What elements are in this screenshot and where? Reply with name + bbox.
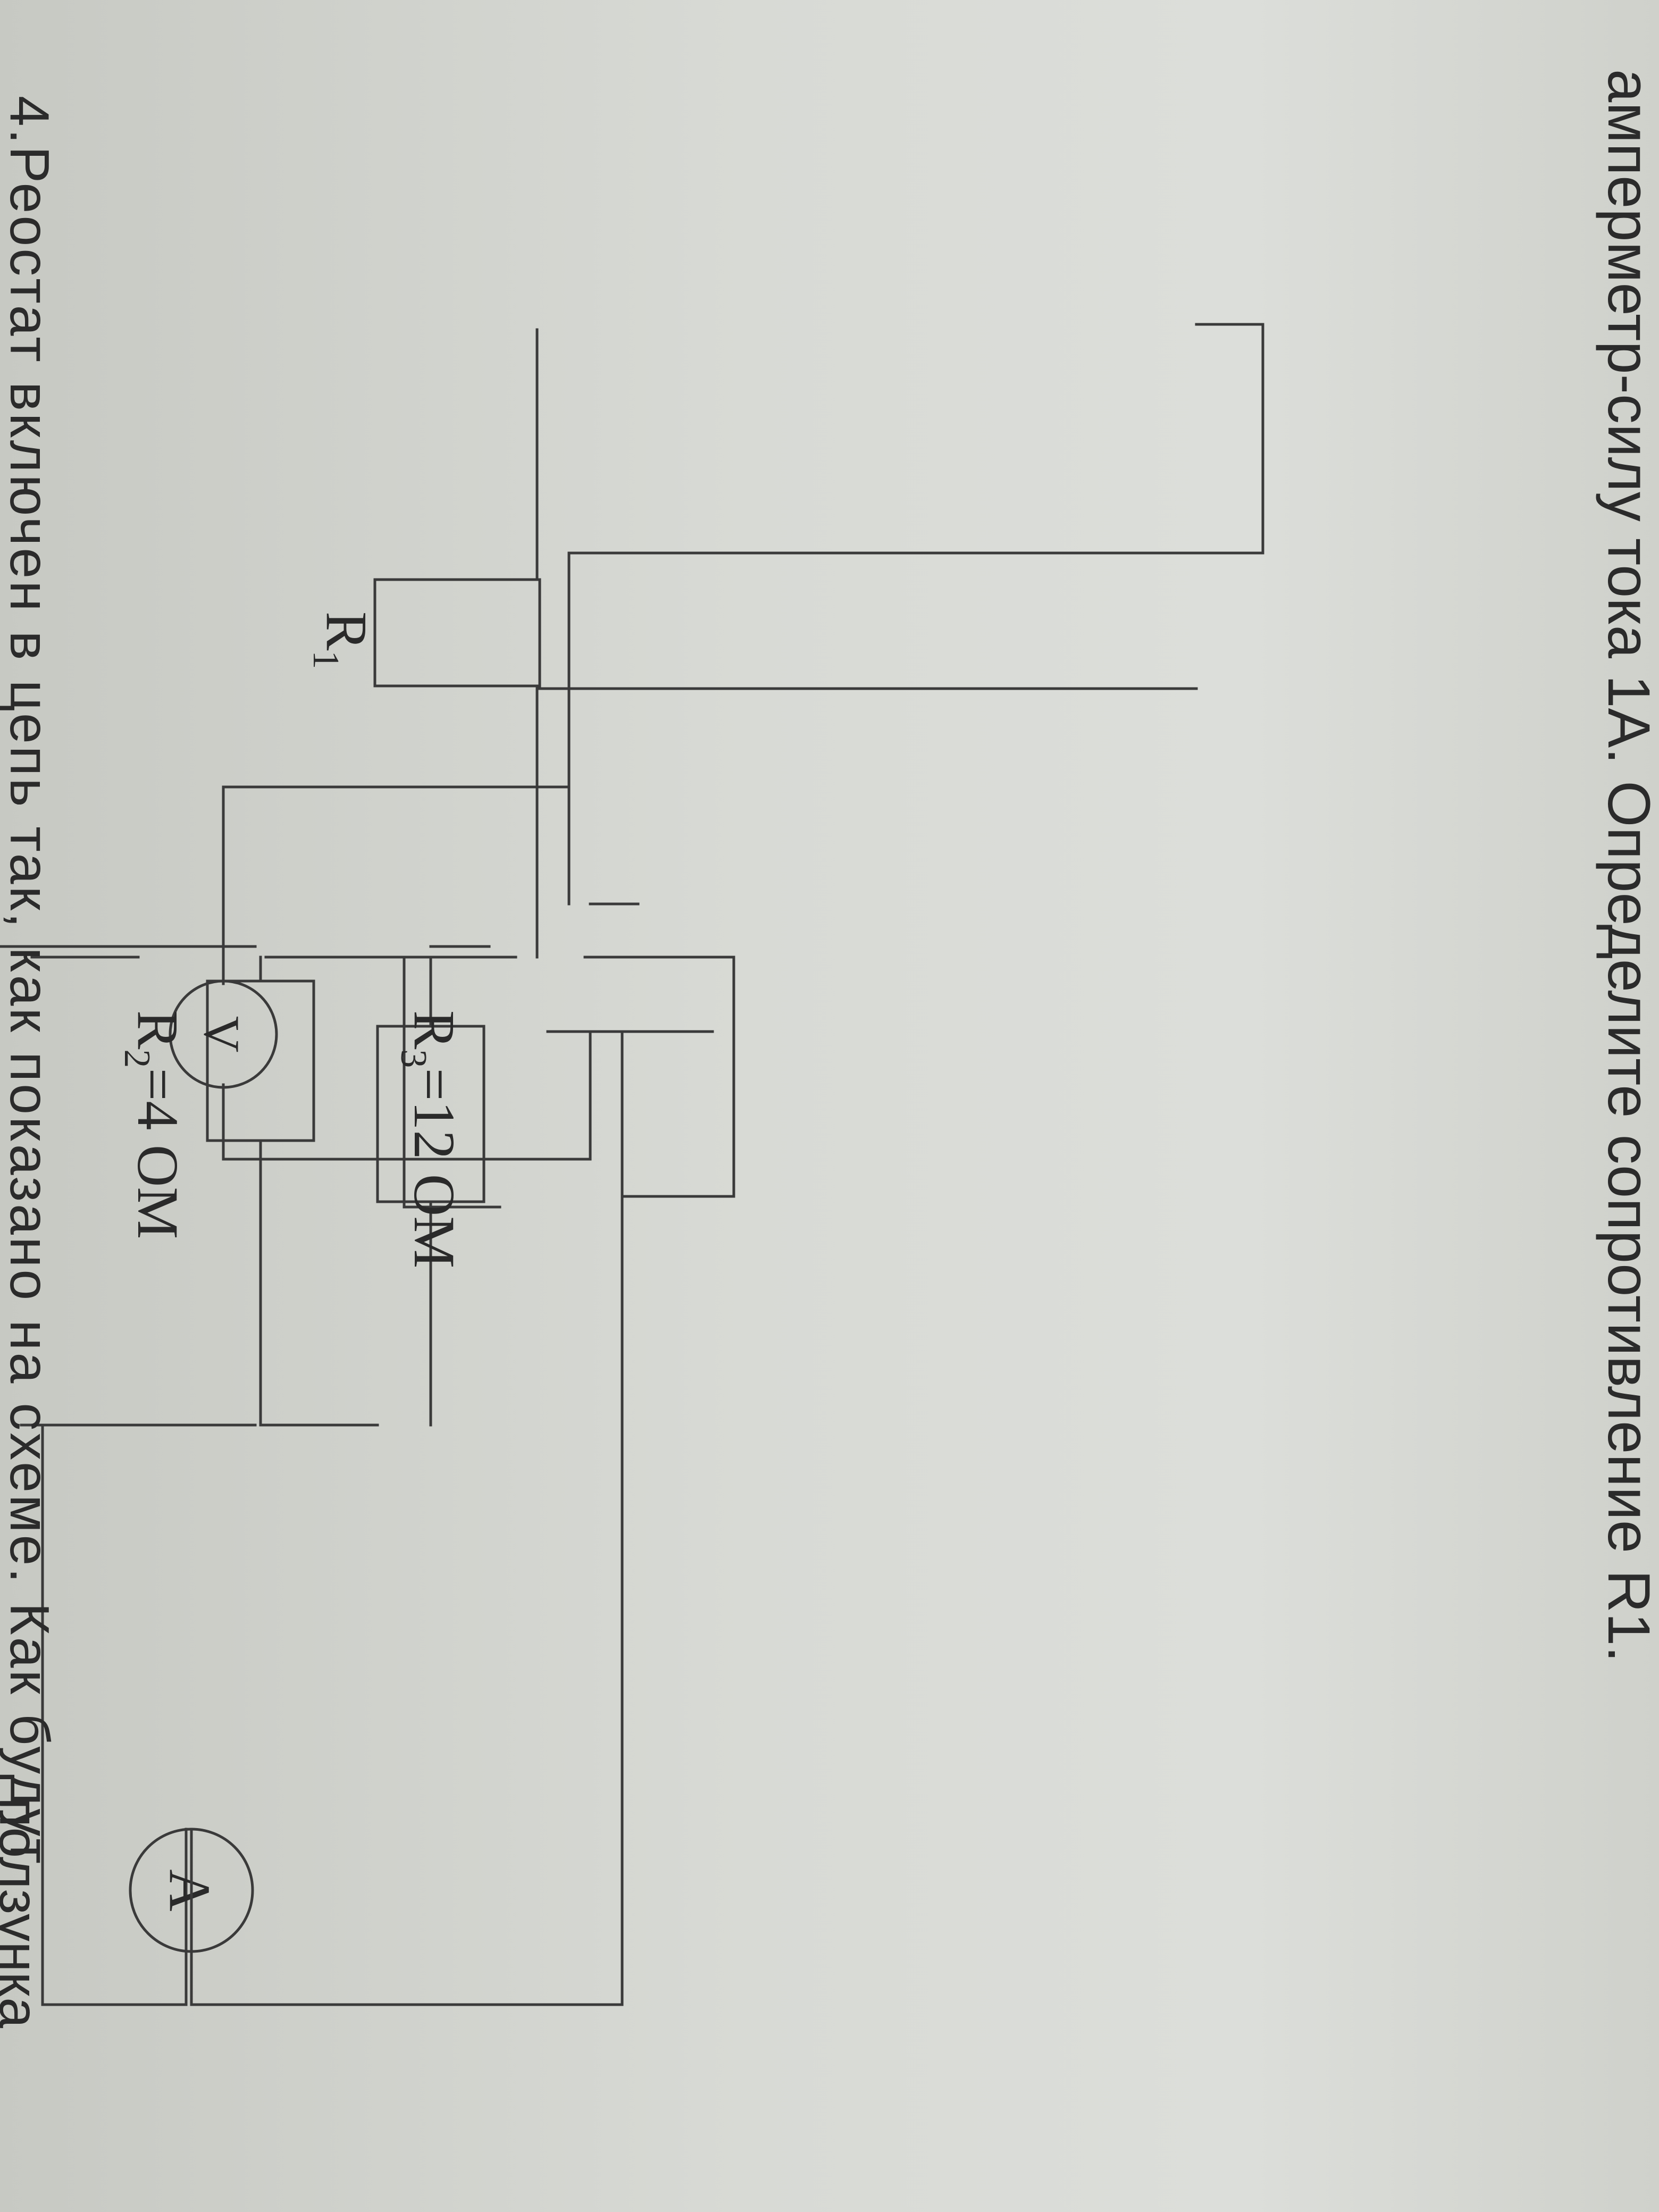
wire-parallel-left bbox=[583, 956, 735, 1198]
voltmeter bbox=[169, 979, 278, 1089]
voltmeter-label: V bbox=[194, 1016, 250, 1053]
problem-text-bottom-2: ползунка bbox=[0, 1797, 49, 2028]
wire-r2-right bbox=[259, 1139, 379, 1427]
r3-label-rest: =12 ОМ bbox=[402, 1068, 467, 1268]
r3-label: R3=12 ОМ bbox=[393, 1010, 467, 1268]
ammeter-label: A bbox=[157, 1869, 222, 1911]
r2-label-main: R bbox=[125, 1010, 190, 1050]
r1-label-sub: 1 bbox=[305, 650, 346, 669]
r3-label-main: R bbox=[402, 1010, 467, 1050]
r1-label-main: R bbox=[314, 611, 379, 651]
page-content: амперметр-силу тока 1А. Определите сопро… bbox=[0, 69, 1659, 2028]
r3-label-sub: 3 bbox=[393, 1049, 434, 1068]
r2-label-sub: 2 bbox=[116, 1049, 157, 1068]
wire-top-left bbox=[567, 323, 1264, 555]
wire-to-ammeter bbox=[41, 1423, 188, 2006]
wire-voltmeter-bottom bbox=[222, 1030, 592, 1161]
r2-label-rest: =4 ОМ bbox=[125, 1068, 190, 1239]
wire-voltmeter-top bbox=[222, 785, 571, 985]
circuit-diagram: A V R1 R2=4 ОМ R3=12 ОМ bbox=[0, 323, 1264, 2006]
resistor-r1 bbox=[373, 578, 541, 688]
r2-label: R2=4 ОМ bbox=[116, 1010, 190, 1239]
r1-label: R1 bbox=[305, 611, 379, 669]
problem-text-bottom: 4.Реостат включен в цепь так, как показа… bbox=[0, 96, 60, 1866]
problem-text-top: амперметр-силу тока 1А. Определите сопро… bbox=[1596, 69, 1659, 1662]
